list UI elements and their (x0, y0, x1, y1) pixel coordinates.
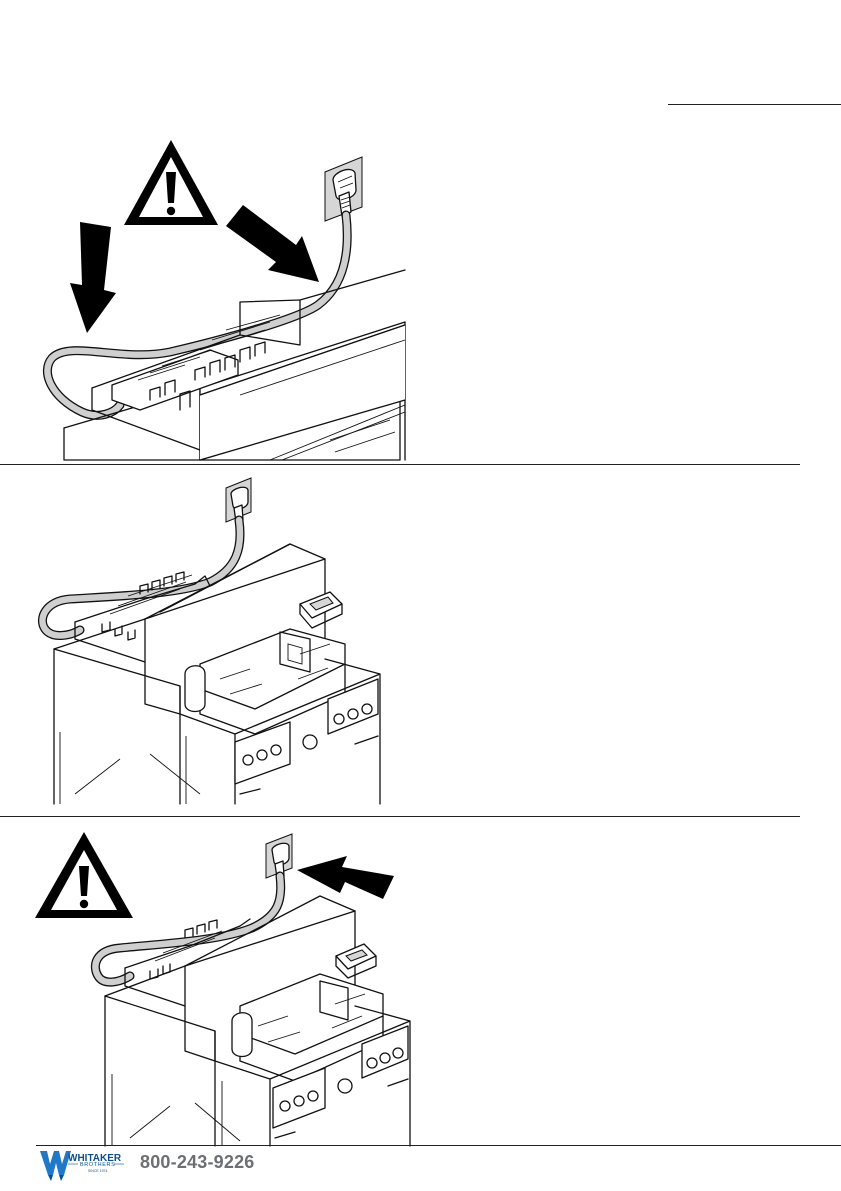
footer-phone-number: 800-243-9226 (140, 1152, 255, 1173)
panel-1-illustration (0, 0, 841, 470)
plug-socket-icon (226, 478, 251, 522)
svg-text:BROTHERS: BROTHERS (80, 1162, 115, 1168)
footer-rule (36, 1145, 841, 1146)
panel-3-illustration (0, 816, 841, 1146)
down-arrow-icon (70, 222, 116, 333)
whitaker-brothers-logo: WHITAKER BROTHERS SINCE 1974 (38, 1148, 132, 1182)
paper-cutter-machine (105, 896, 410, 1146)
plug-socket-icon (266, 834, 292, 878)
paper-cutter-machine (64, 270, 405, 460)
diagonal-arrow-icon (226, 205, 319, 282)
svg-text:SINCE 1974: SINCE 1974 (88, 1169, 108, 1173)
left-arrow-icon (297, 856, 394, 899)
panel-2-illustration (0, 464, 841, 824)
warning-triangle-icon (35, 832, 133, 918)
warning-triangle-icon (124, 140, 218, 225)
